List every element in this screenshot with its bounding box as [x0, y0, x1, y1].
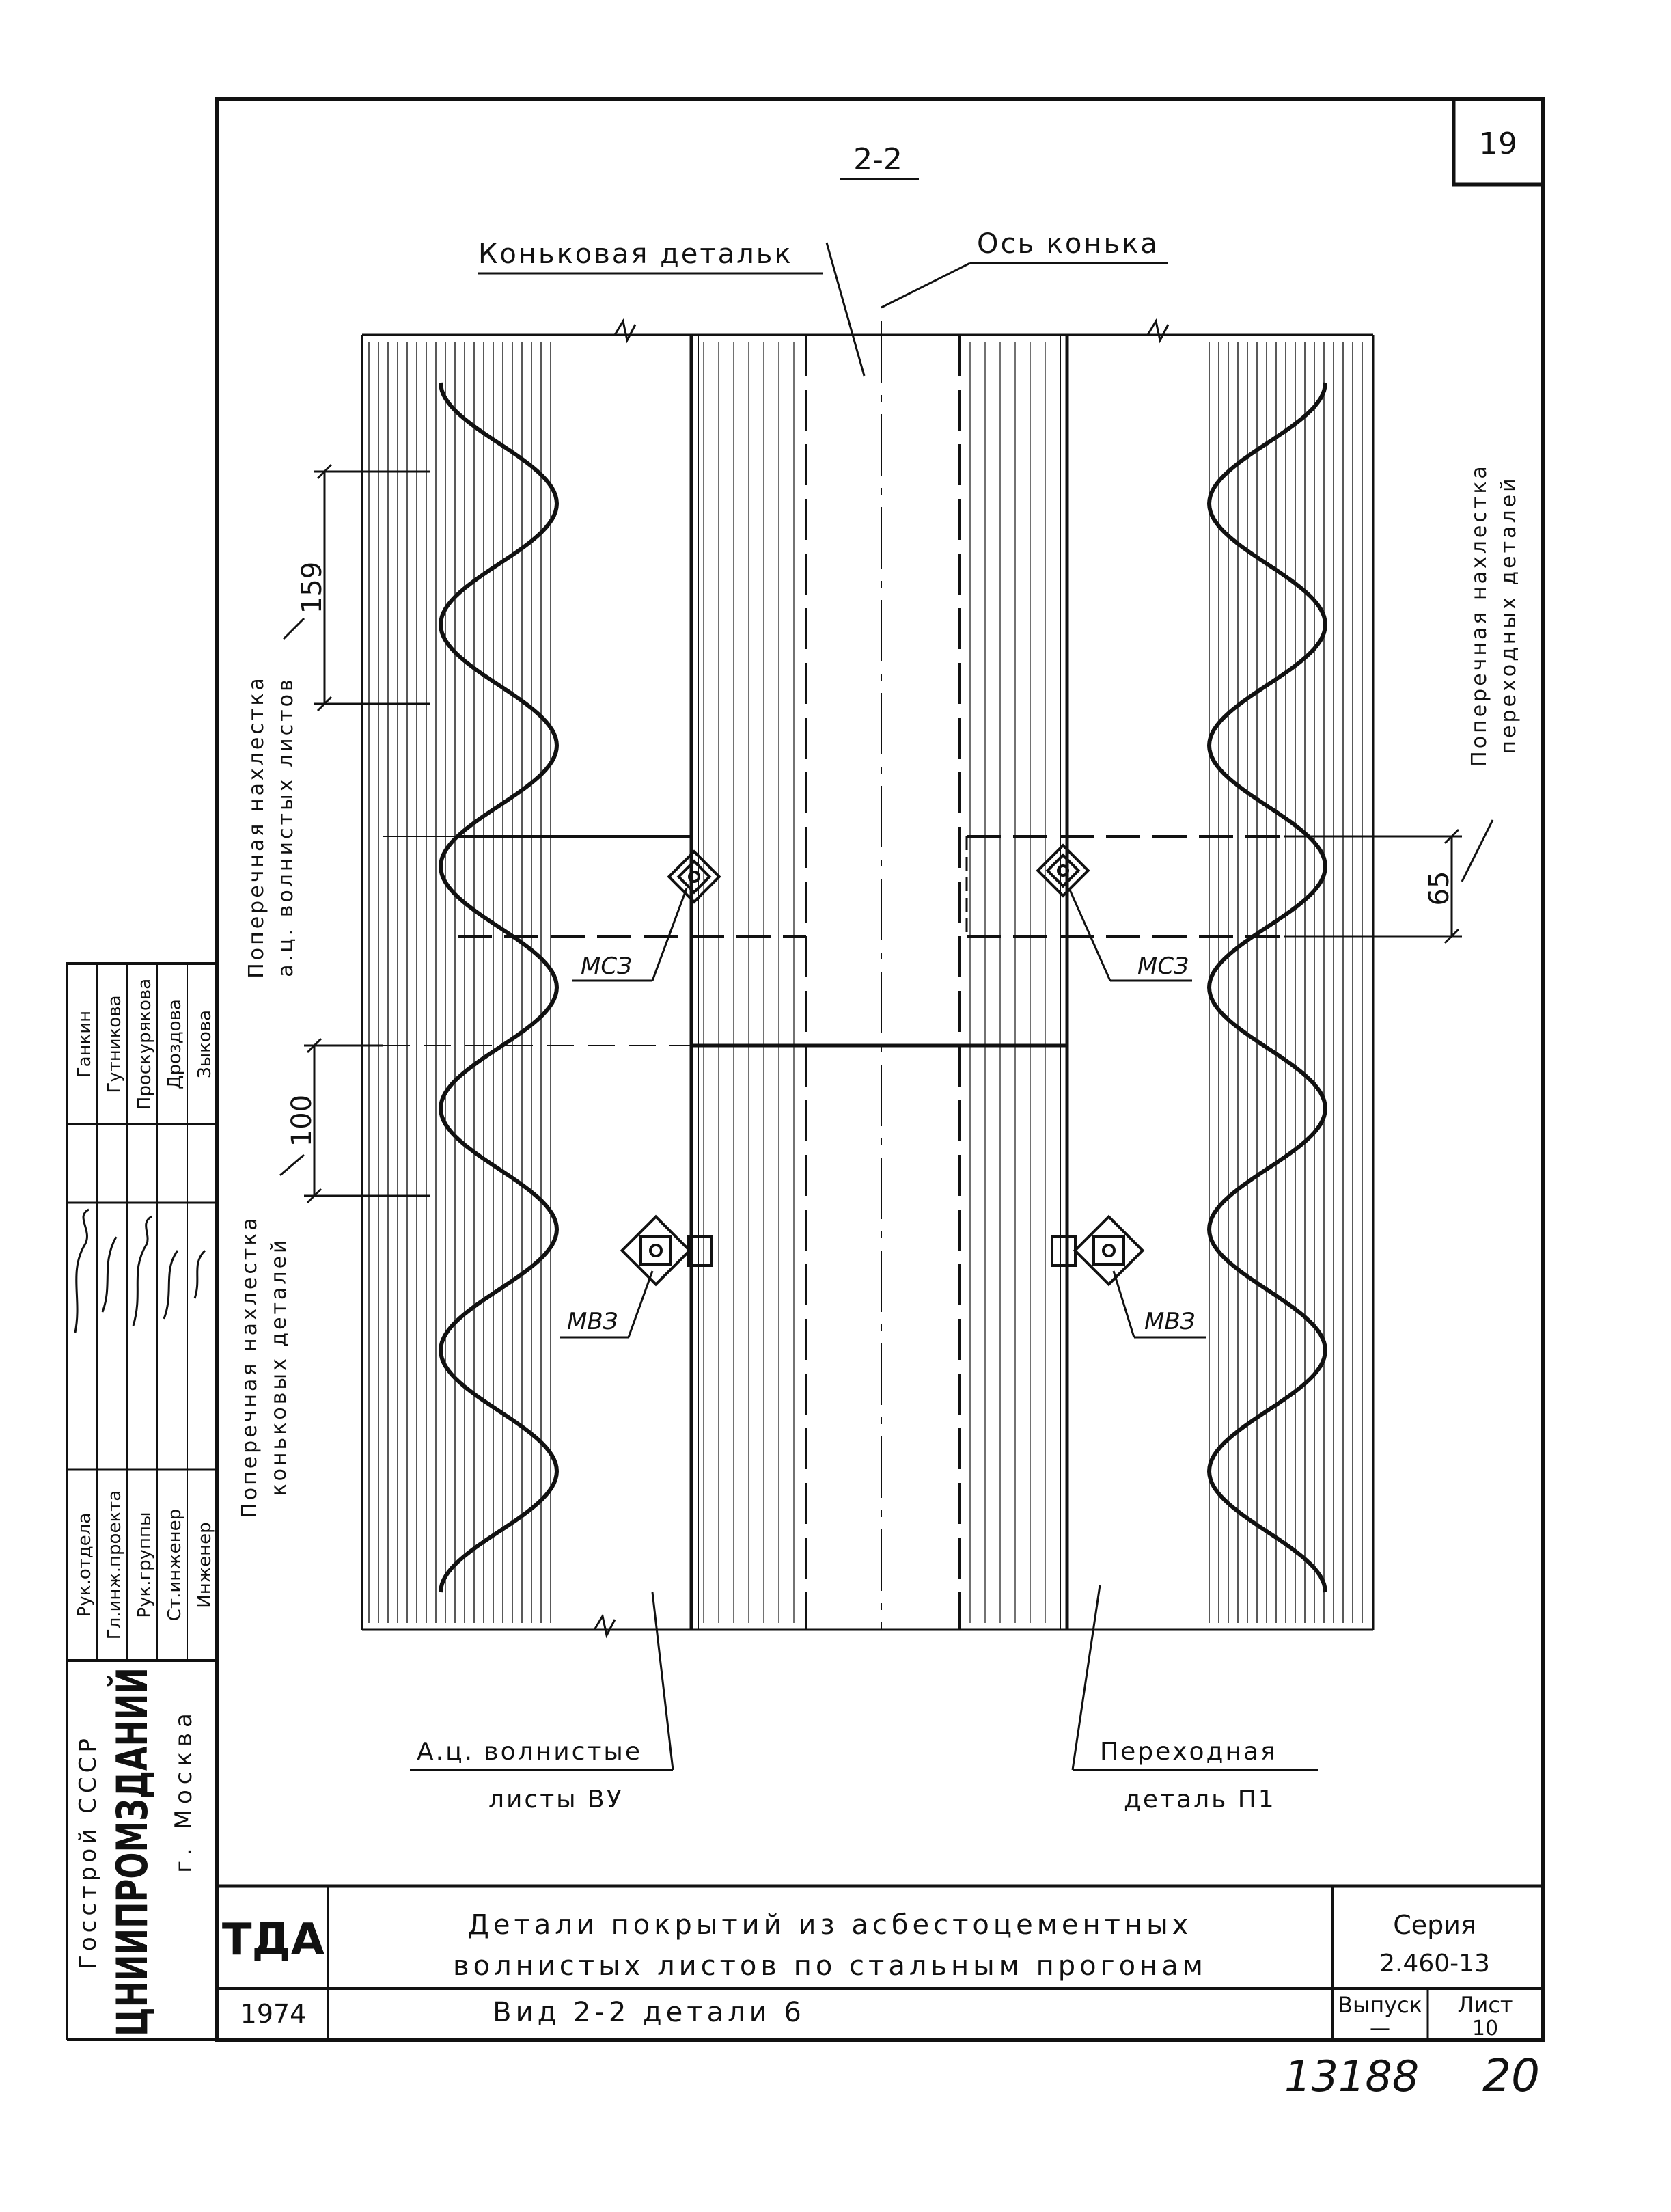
- org-line1: Госстрой СССР: [74, 1734, 102, 1969]
- right-wave-profile: [1206, 382, 1328, 1593]
- fastener-msz-left: [667, 849, 721, 904]
- section-mark: 2-2: [840, 142, 919, 180]
- fastener-mvz-left: [620, 1214, 713, 1287]
- title-block: ТДА 1974 Детали покрытий из асбестоцемен…: [217, 1884, 1543, 2040]
- sig-name-5: Зыкова: [195, 1010, 215, 1078]
- dimension-overlap-right-value: 65: [1424, 871, 1455, 906]
- sig-role-1: Рук.отдела: [74, 1513, 95, 1617]
- left-wave-profile: [438, 382, 560, 1593]
- label-overlap-sheets-line1: Поперечная нахлестка: [245, 675, 268, 979]
- label-transition-line1: Переходная: [1100, 1738, 1278, 1766]
- ridge-detail-leader: [825, 242, 866, 377]
- title-subtitle: Вид 2-2 детали 6: [493, 1997, 805, 2028]
- series-value: 2.460-13: [1379, 1950, 1490, 1978]
- right-corrugation-hatch: [1209, 342, 1363, 1623]
- title-year: 1974: [240, 1999, 307, 2029]
- ridge-axis-leader: [881, 262, 971, 309]
- org-line3: г. Москва: [170, 1708, 197, 1873]
- sig-role-4: Ст.инженер: [165, 1509, 185, 1621]
- series-label: Серия: [1393, 1910, 1476, 1940]
- label-mvz-left: МВЗ: [567, 1308, 618, 1335]
- label-msz-right: МСЗ: [1137, 953, 1189, 980]
- label-overlap-ridge-line1: Поперечная нахлестка: [238, 1215, 262, 1518]
- sig-role-2: Гл.инж.проекта: [105, 1490, 125, 1640]
- left-corrugation-hatch: [368, 342, 551, 1623]
- dimension-overlap-left-value: 100: [286, 1095, 318, 1147]
- title-line1: Детали покрытий из асбестоцементных: [468, 1909, 1193, 1941]
- sig-name-2: Гутникова: [105, 995, 125, 1093]
- issue-value: —: [1370, 2017, 1390, 2040]
- label-mvz-right: МВЗ: [1144, 1308, 1195, 1335]
- label-ridge-axis: Ось конька: [977, 228, 1159, 260]
- roof-plan-drawing: [361, 318, 1375, 1639]
- label-transition-line2: деталь П1: [1124, 1786, 1276, 1814]
- dimension-overlap-right: [1284, 828, 1462, 944]
- dimension-wave-pitch-value: 159: [296, 562, 328, 614]
- sig-name-4: Дроздова: [165, 999, 185, 1089]
- page-number: 19: [1479, 126, 1517, 161]
- dimension-wave-pitch: [314, 463, 430, 712]
- signature-table: Рук.отдела Гл.инж.проекта Рук.группы Ст.…: [66, 962, 219, 1662]
- label-corrugated-line2: листы ВУ: [488, 1786, 624, 1814]
- sig-role-3: Рук.группы: [135, 1512, 155, 1617]
- label-overlap-sheets-line2: а.ц. волнистых листов: [274, 677, 298, 977]
- label-ridge-detail: Коньковая детальк: [478, 238, 792, 270]
- fastener-mvz-right: [1051, 1214, 1145, 1287]
- title-line2: волнистых листов по стальным прогонам: [453, 1950, 1207, 1982]
- label-overlap-ridge-line2: коньковых деталей: [267, 1237, 291, 1496]
- sheet-value: 10: [1472, 2017, 1498, 2040]
- bottom-number-right: 20: [1482, 2049, 1540, 2102]
- sig-name-1: Ганкин: [74, 1011, 95, 1078]
- handwritten-signatures: [74, 1208, 206, 1333]
- sig-name-3: Проскурякова: [135, 979, 155, 1110]
- sig-role-5: Инженер: [195, 1522, 215, 1607]
- org-line2: ЦНИИПРОМЗДАНИЙ: [107, 1667, 157, 2036]
- label-overlap-transition-line1: Поперечная нахлестка: [1467, 463, 1491, 767]
- sheet-label: Лист: [1457, 1992, 1513, 2018]
- ridge-hatch: [703, 342, 1046, 1623]
- section-mark-text: 2-2: [853, 142, 902, 177]
- dimension-overlap-left: [304, 1037, 430, 1204]
- label-overlap-transition-line2: переходных деталей: [1497, 476, 1521, 754]
- title-org-code: ТДА: [222, 1915, 325, 1965]
- fastener-msz-right: [1036, 843, 1090, 898]
- issue-label: Выпуск: [1338, 1992, 1422, 2018]
- label-corrugated-line1: А.ц. волнистые: [417, 1738, 642, 1766]
- label-msz-left: МСЗ: [581, 953, 632, 980]
- bottom-number-left: 13188: [1284, 2051, 1419, 2101]
- org-block: Госстрой СССР ЦНИИПРОМЗДАНИЙ г. Москва: [66, 1661, 217, 2041]
- page-number-box: 19: [1452, 97, 1545, 187]
- sheet-frame: [215, 97, 1545, 2042]
